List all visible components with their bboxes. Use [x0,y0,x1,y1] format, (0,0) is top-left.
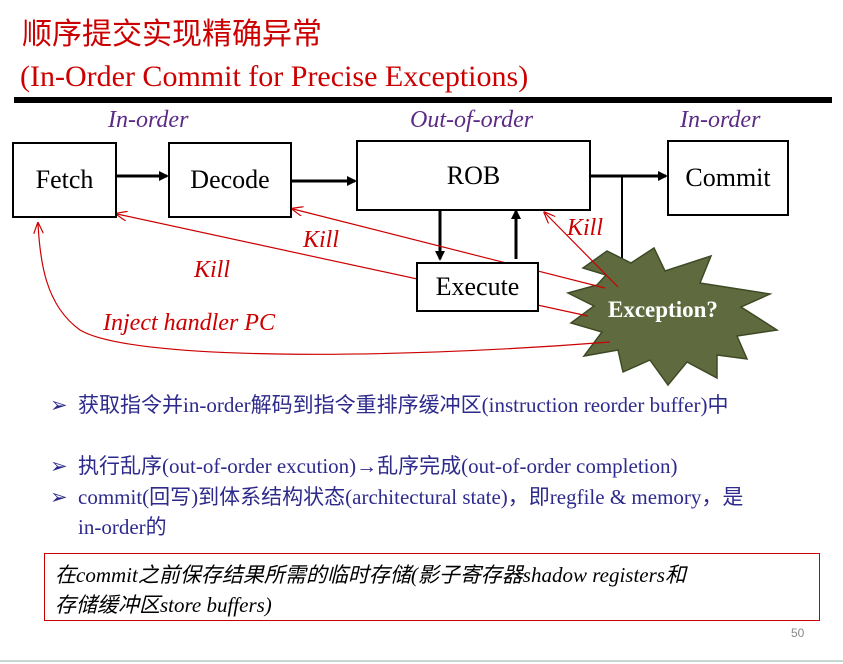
bullet-text-3: commit(回写)到体系结构状态(architectural state)，即… [78,485,744,539]
decode-label: Decode [190,165,270,194]
inject-handler-pc-curve [38,224,611,355]
exception-starburst [565,246,780,387]
bullet-marker-icon: ➢ [50,485,68,509]
bullet-text-2: 执行乱序(out-of-order excution)→乱序完成(out-of-… [78,454,678,478]
kill-line-to-rob [545,213,619,288]
stage-label-in-order-right: In-order [680,107,761,133]
commit-block: Commit [667,140,789,216]
stage-label-out-of-order: Out-of-order [410,107,534,133]
rob-label: ROB [446,160,501,190]
bullet-item-1: ➢ 获取指令并in-order解码到指令重排序缓冲区(instruction r… [50,390,770,420]
title-divider [14,97,832,103]
inject-handler-pc-label: Inject handler PC [103,310,275,336]
stage-label-in-order-left: In-order [108,107,189,133]
decode-block: Decode [168,142,292,218]
bullet-item-2: ➢ 执行乱序(out-of-order excution)→乱序完成(out-o… [50,451,820,481]
bullet-marker-icon: ➢ [50,393,68,417]
fetch-block: Fetch [12,142,117,218]
slide-title-chinese: 顺序提交实现精确异常 [22,18,322,51]
fetch-label: Fetch [35,165,94,194]
page-number: 50 [791,626,805,640]
kill-line-to-decode [293,209,606,289]
kill-label-decode: Kill [303,227,340,253]
execute-block: Execute [416,262,539,312]
rob-block: ROB [356,140,591,211]
kill-label-fetch: Kill [194,257,231,283]
bullet-text-1: 获取指令并in-order解码到指令重排序缓冲区(instruction reo… [78,393,729,417]
note-text: 在commit之前保存结果所需的临时存储(影子寄存器shadow registe… [55,563,686,617]
slide-footer-line [0,660,843,662]
commit-label: Commit [685,163,771,192]
exception-label: Exception? [608,297,718,322]
slide-title-english: (In-Order Commit for Precise Exceptions) [20,60,529,93]
note-box: 在commit之前保存结果所需的临时存储(影子寄存器shadow registe… [44,553,820,621]
bullet-marker-icon: ➢ [50,454,68,478]
bullet-item-3: ➢ commit(回写)到体系结构状态(architectural state)… [50,482,750,542]
kill-label-rob: Kill [567,215,604,241]
execute-label: Execute [435,272,520,301]
